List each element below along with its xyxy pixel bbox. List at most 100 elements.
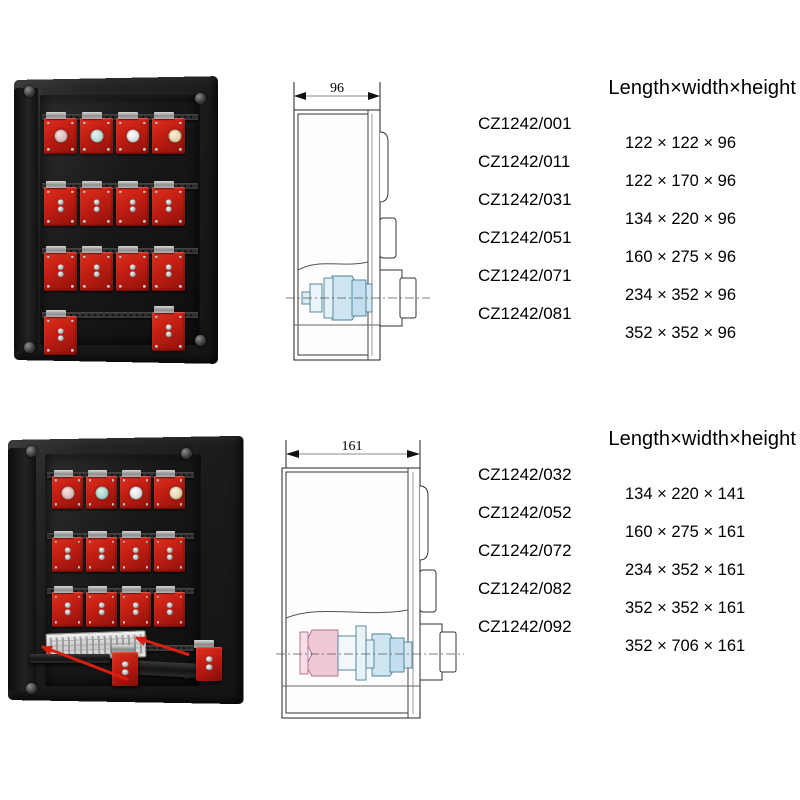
model-code: CZ1242/001 [478, 114, 572, 133]
spec-table-top: Length×width×height CZ1242/001 122 × 122… [470, 77, 800, 342]
spec-row: CZ1242/011 122 × 170 × 96 [470, 152, 800, 190]
enclosure-photo-bottom [8, 435, 244, 705]
spec-row: CZ1242/081 352 × 352 × 96 [470, 304, 800, 342]
mounting-bracket [112, 645, 134, 653]
indicator-knob [168, 129, 182, 143]
model-code: CZ1242/072 [478, 541, 572, 560]
indicator-knob [126, 129, 140, 143]
dimension-value: 352 × 706 × 161 [625, 637, 746, 655]
terminal-block [86, 531, 117, 572]
model-code: CZ1242/032 [478, 465, 572, 484]
terminal-block [154, 586, 185, 627]
terminal-block [152, 306, 185, 351]
model-code: CZ1242/082 [478, 579, 572, 598]
dimension-value: 134 × 220 × 96 [625, 210, 737, 228]
block-row [44, 246, 185, 291]
model-code: CZ1242/092 [478, 617, 572, 636]
technical-drawing-top: 96 [280, 70, 465, 370]
section-series-161: 161 Length×width×height CZ1242/032 134 ×… [0, 420, 800, 780]
dimension-value: 122 × 170 × 96 [625, 172, 737, 190]
indicator-knob [90, 129, 104, 143]
enclosure-photo-top [14, 76, 219, 364]
terminal-block [80, 181, 113, 226]
spec-row: CZ1242/001 122 × 122 × 96 [470, 114, 800, 152]
dimension-value: 160 × 275 × 161 [625, 523, 746, 541]
block-row [44, 112, 185, 154]
terminal-block [116, 112, 149, 154]
spec-table-bottom: Length×width×height CZ1242/032 134 × 220… [470, 428, 800, 655]
terminal-block [116, 181, 149, 226]
dimension-value: 234 × 352 × 161 [625, 561, 746, 579]
detached-terminal-block [112, 652, 138, 686]
side-view-svg: 161 [276, 439, 464, 719]
block-row [52, 586, 185, 627]
model-code: CZ1242/052 [478, 503, 572, 522]
spec-table-header: Length×width×height [608, 428, 796, 450]
spec-rows: CZ1242/032 134 × 220 × 141 CZ1242/052 16… [470, 465, 800, 655]
model-code: CZ1242/031 [478, 190, 572, 209]
spec-row: CZ1242/071 234 × 352 × 96 [470, 266, 800, 304]
model-code: CZ1242/081 [478, 304, 572, 323]
spec-row: CZ1242/082 352 × 352 × 161 [470, 579, 800, 617]
spec-row: CZ1242/052 160 × 275 × 161 [470, 503, 800, 541]
terminal-block [80, 246, 113, 291]
screw-icon [24, 86, 35, 98]
terminal-block [152, 246, 185, 291]
spec-row: CZ1242/032 134 × 220 × 141 [470, 465, 800, 503]
spec-rows: CZ1242/001 122 × 122 × 96 CZ1242/011 122… [470, 114, 800, 342]
din-rail [47, 533, 195, 539]
spec-row: CZ1242/031 134 × 220 × 96 [470, 190, 800, 228]
terminal-block [52, 586, 83, 627]
technical-drawing-bottom: 161 [272, 428, 472, 728]
model-code: CZ1242/011 [478, 152, 571, 171]
terminal-block [86, 470, 117, 509]
terminal-block [120, 470, 151, 509]
dimension-label-161: 161 [342, 439, 363, 454]
dimension-value: 352 × 352 × 161 [625, 599, 746, 617]
terminal-block [52, 531, 83, 572]
terminal-block [154, 531, 185, 572]
block-row [44, 181, 185, 226]
terminal-block [152, 181, 185, 226]
terminal-block [116, 246, 149, 291]
side-view-svg: 96 [286, 81, 430, 361]
screw-icon [195, 335, 206, 346]
din-rail [42, 312, 198, 318]
dimension-value: 352 × 352 × 96 [625, 324, 737, 342]
dimension-value: 234 × 352 × 96 [625, 286, 737, 304]
terminal-block [154, 470, 185, 509]
terminal-block [152, 112, 185, 154]
terminal-block [80, 112, 113, 154]
model-code: CZ1242/051 [478, 228, 572, 247]
screw-icon [195, 92, 206, 104]
terminal-block [52, 470, 83, 509]
din-rail [47, 588, 195, 594]
block-row [52, 470, 185, 509]
screw-icon [24, 342, 35, 353]
indicator-knob [54, 129, 68, 143]
terminal-block [44, 246, 77, 291]
indicator-knob [95, 486, 109, 499]
enclosure-side-wall [14, 88, 38, 352]
indicator-knob [129, 486, 143, 499]
terminal-block [86, 586, 117, 627]
dimension-value: 122 × 122 × 96 [625, 134, 737, 152]
screw-icon [181, 447, 192, 459]
terminal-block [44, 310, 77, 355]
terminal-block [120, 531, 151, 572]
enclosure-side-wall [8, 447, 36, 693]
indicator-knob [169, 486, 183, 499]
screw-icon [26, 682, 38, 694]
screw-icon [26, 445, 38, 457]
model-code: CZ1242/071 [478, 266, 572, 285]
section-series-96: 96 Length×width×height CZ1242/001 122 × … [0, 55, 800, 415]
dimension-value: 160 × 275 × 96 [625, 248, 737, 266]
terminal-block [44, 181, 77, 226]
dimension-value: 134 × 220 × 141 [625, 485, 746, 503]
terminal-block [44, 112, 77, 154]
spec-row: CZ1242/072 234 × 352 × 161 [470, 541, 800, 579]
terminal-block [120, 586, 151, 627]
spec-row: CZ1242/092 352 × 706 × 161 [470, 617, 800, 655]
spec-row: CZ1242/051 160 × 275 × 96 [470, 228, 800, 266]
dimension-label-96: 96 [330, 81, 344, 96]
